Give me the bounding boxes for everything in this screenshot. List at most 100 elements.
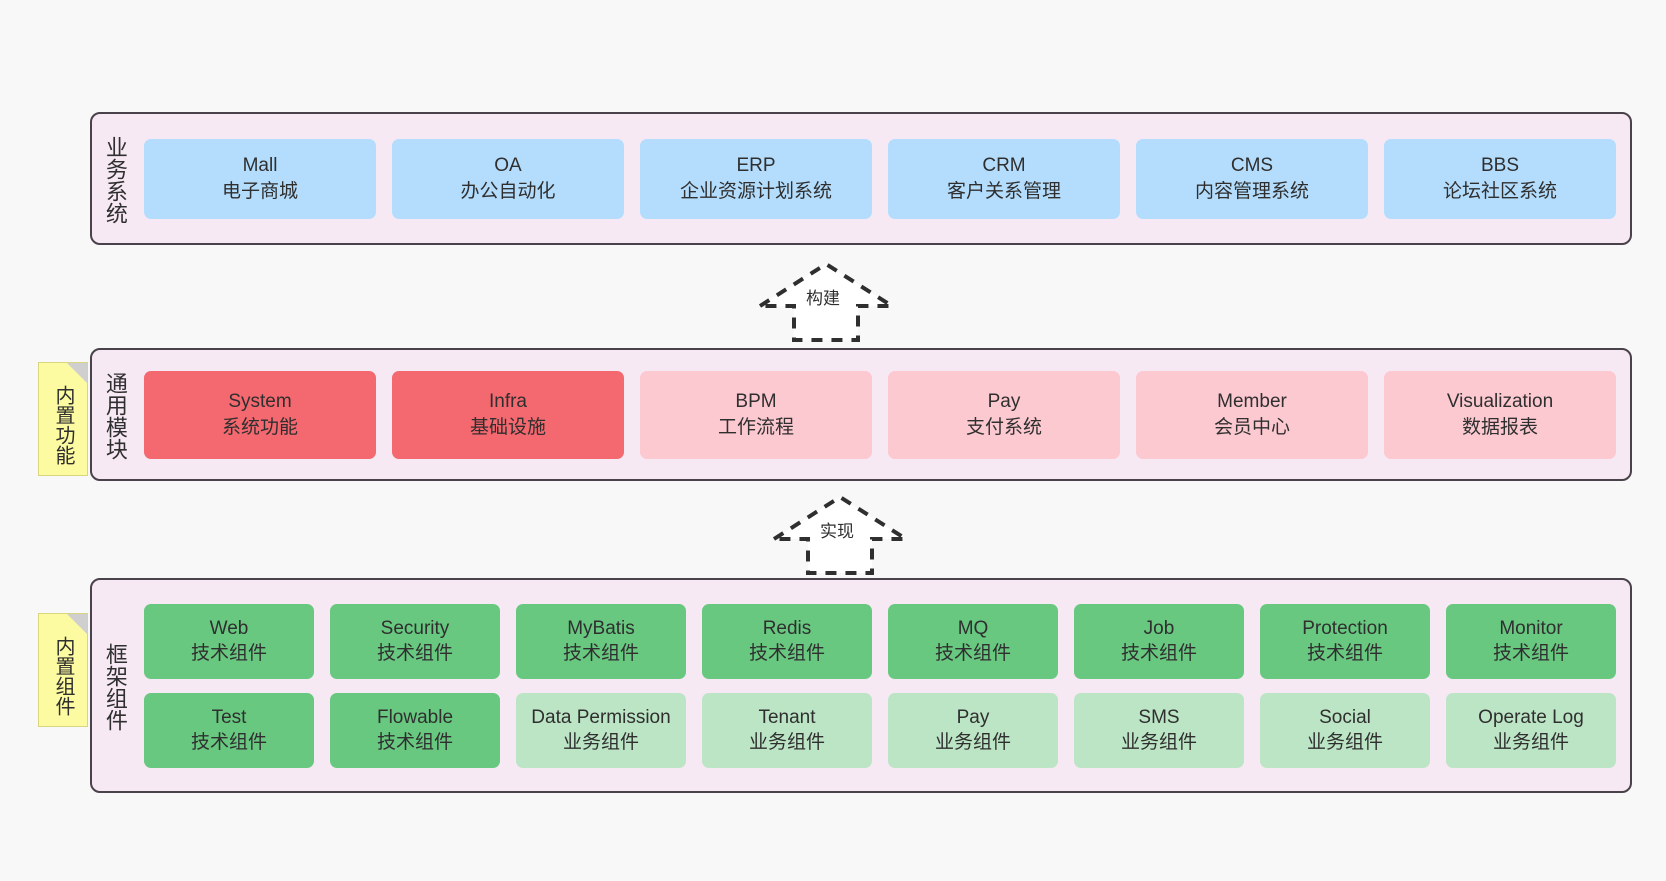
card-subtitle: 技术组件 [1492,643,1569,664]
card-subtitle: 系统功能 [221,416,298,438]
card-subtitle: 企业资源计划系统 [679,180,832,202]
card-tenant[interactable]: Tenant 业务组件 [702,692,872,768]
connector-build-label: 构建 [806,289,840,308]
card-title: Data Permission [531,706,671,728]
layer-title-framework-component: 框架组件 [102,642,128,731]
card-monitor[interactable]: Monitor 技术组件 [1446,603,1616,679]
card-subtitle: 工作流程 [717,416,794,438]
card-title: Social [1319,706,1371,728]
card-security[interactable]: Security 技术组件 [330,603,500,679]
card-cms[interactable]: CMS 内容管理系统 [1136,138,1368,219]
card-subtitle: 技术组件 [748,643,825,664]
note-label: 内置功能 [52,385,74,465]
sticky-note-builtin-functions: 内置功能 [38,362,88,476]
card-job[interactable]: Job 技术组件 [1074,603,1244,679]
card-flowable[interactable]: Flowable 技术组件 [330,692,500,768]
card-title: BBS [1480,155,1520,177]
card-title: Test [211,706,247,728]
card-bbs[interactable]: BBS 论坛社区系统 [1384,138,1616,219]
card-title: Visualization [1446,391,1554,413]
card-title: Tenant [758,706,816,728]
card-subtitle: 技术组件 [190,643,267,664]
card-title: Monitor [1499,617,1563,639]
card-subtitle: 业务组件 [934,732,1011,753]
layer-body-framework-component: Web 技术组件 Security 技术组件 MyBatis 技术组件 Redi… [138,580,1630,791]
business-system-card-row: Mall 电子商城 OA 办公自动化 ERP 企业资源计划系统 CRM 客户关系… [144,138,1616,219]
card-redis[interactable]: Redis 技术组件 [702,603,872,679]
card-subtitle: 业务组件 [562,732,639,753]
card-protection[interactable]: Protection 技术组件 [1260,603,1430,679]
card-subtitle: 技术组件 [376,732,453,753]
card-title: Redis [762,617,812,639]
card-title: BPM [735,391,777,413]
layer-title-business-system: 业务系统 [102,135,128,224]
card-infra[interactable]: Infra 基础设施 [392,370,624,459]
card-data-permission[interactable]: Data Permission 业务组件 [516,692,686,768]
card-title: MyBatis [567,617,635,639]
card-oa[interactable]: OA 办公自动化 [392,138,624,219]
layer-title-common-module: 通用模块 [102,371,128,460]
card-subtitle: 论坛社区系统 [1442,180,1557,202]
card-bpm[interactable]: BPM 工作流程 [640,370,872,459]
connector-implement: 实现 [767,494,913,575]
card-title: Web [209,617,249,639]
card-title: Pay [987,391,1021,413]
card-subtitle: 支付系统 [965,416,1042,438]
common-module-card-row: System 系统功能 Infra 基础设施 BPM 工作流程 Pay 支付系统… [144,370,1616,459]
card-crm[interactable]: CRM 客户关系管理 [888,138,1120,219]
card-subtitle: 会员中心 [1213,416,1290,438]
card-title: MQ [957,617,989,639]
card-title: Infra [488,391,528,413]
card-social[interactable]: Social 业务组件 [1260,692,1430,768]
implement-arrow-icon [767,494,913,575]
card-test[interactable]: Test 技术组件 [144,692,314,768]
card-operate-log[interactable]: Operate Log 业务组件 [1446,692,1616,768]
card-mybatis[interactable]: MyBatis 技术组件 [516,603,686,679]
card-visualization[interactable]: Visualization 数据报表 [1384,370,1616,459]
card-title: Pay [956,706,990,728]
card-title: SMS [1138,706,1180,728]
card-mall[interactable]: Mall 电子商城 [144,138,376,219]
sticky-note-builtin-components: 内置组件 [38,613,88,727]
connector-implement-label: 实现 [820,522,854,541]
card-title: System [228,391,292,413]
layer-body-common-module: System 系统功能 Infra 基础设施 BPM 工作流程 Pay 支付系统… [138,350,1630,479]
card-system[interactable]: System 系统功能 [144,370,376,459]
build-arrow-icon [753,261,899,342]
card-erp[interactable]: ERP 企业资源计划系统 [640,138,872,219]
card-subtitle: 技术组件 [934,643,1011,664]
framework-business-component-row: Test 技术组件 Flowable 技术组件 Data Permission … [144,692,1616,768]
card-subtitle: 基础设施 [469,416,546,438]
card-title: Flowable [376,706,454,728]
layer-framework-component: 框架组件 Web 技术组件 Security 技术组件 MyBatis 技术组件… [90,578,1632,793]
card-subtitle: 业务组件 [1492,732,1569,753]
card-mq[interactable]: MQ 技术组件 [888,603,1058,679]
layer-business-system: 业务系统 Mall 电子商城 OA 办公自动化 ERP 企业资源计划系统 CRM… [90,112,1632,245]
card-subtitle: 技术组件 [1306,643,1383,664]
card-subtitle: 业务组件 [1306,732,1383,753]
card-pay-component[interactable]: Pay 业务组件 [888,692,1058,768]
card-title: OA [494,155,522,177]
card-member[interactable]: Member 会员中心 [1136,370,1368,459]
card-subtitle: 技术组件 [376,643,453,664]
card-title: ERP [736,155,776,177]
framework-tech-component-row: Web 技术组件 Security 技术组件 MyBatis 技术组件 Redi… [144,603,1616,679]
card-title: Protection [1302,617,1388,639]
card-subtitle: 客户关系管理 [946,180,1061,202]
card-title: CRM [982,155,1026,177]
card-pay[interactable]: Pay 支付系统 [888,370,1120,459]
card-subtitle: 数据报表 [1461,416,1538,438]
card-title: Security [380,617,450,639]
card-title: Operate Log [1478,706,1584,728]
card-title: CMS [1230,155,1274,177]
card-title: Job [1143,617,1175,639]
card-subtitle: 业务组件 [748,732,825,753]
layer-common-module: 通用模块 System 系统功能 Infra 基础设施 BPM 工作流程 Pay… [90,348,1632,481]
card-subtitle: 办公自动化 [460,180,556,202]
card-web[interactable]: Web 技术组件 [144,603,314,679]
card-sms[interactable]: SMS 业务组件 [1074,692,1244,768]
note-fold-corner-icon [67,363,87,383]
note-label: 内置组件 [52,636,74,716]
card-subtitle: 电子商城 [221,180,298,202]
connector-build: 构建 [753,261,899,342]
